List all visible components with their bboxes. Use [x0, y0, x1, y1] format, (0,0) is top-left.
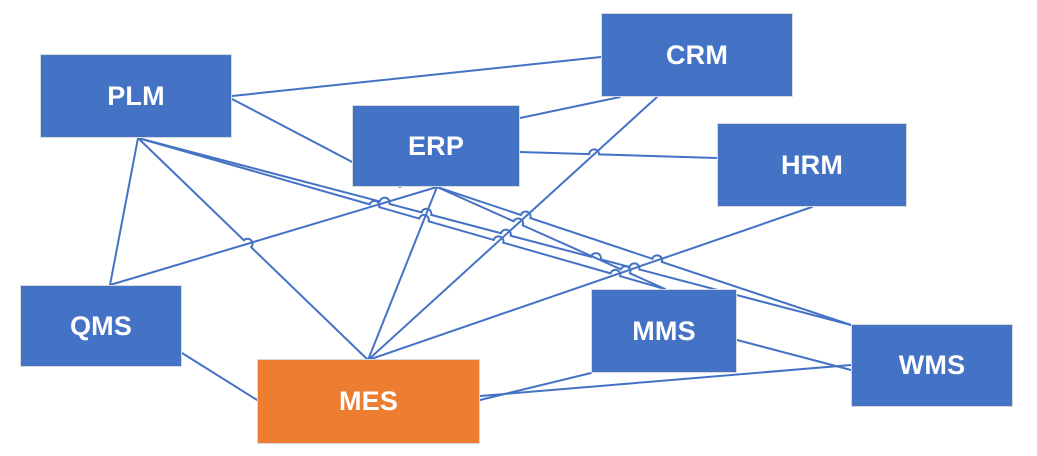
node-label-crm: CRM — [665, 39, 729, 70]
node-label-plm: PLM — [107, 80, 165, 111]
edge-mms-wms — [736, 339, 852, 371]
node-mes[interactable]: MES — [257, 359, 480, 444]
node-mms[interactable]: MMS — [591, 289, 737, 373]
edge-mes-wms — [479, 364, 852, 397]
edge-plm-wms — [137, 137, 852, 326]
edge-erp-mms — [436, 186, 666, 290]
node-label-qms: QMS — [69, 310, 133, 341]
edge-erp-hrm — [519, 148, 718, 159]
node-label-mms: MMS — [632, 315, 696, 346]
edge-erp-crm — [519, 96, 621, 119]
edge-plm-mms — [137, 137, 666, 290]
edge-mes-mms — [479, 372, 592, 401]
edge-hrm-mes — [367, 206, 813, 361]
edge-erp-qms — [109, 186, 438, 286]
node-label-erp: ERP — [407, 130, 465, 161]
node-qms[interactable]: QMS — [20, 285, 182, 367]
node-label-wms: WMS — [898, 350, 966, 380]
node-crm[interactable]: CRM — [601, 13, 793, 97]
edge-plm-mes — [137, 137, 369, 361]
node-erp[interactable]: ERP — [352, 105, 520, 187]
edge-crm-mes — [367, 96, 658, 361]
node-label-mes: MES — [338, 386, 399, 416]
node-plm[interactable]: PLM — [40, 54, 232, 138]
node-label-hrm: HRM — [780, 149, 844, 180]
edge-plm-qms — [109, 137, 139, 286]
edge-plm-crm — [231, 56, 602, 97]
node-wms[interactable]: WMS — [851, 324, 1013, 407]
node-hrm[interactable]: HRM — [717, 123, 907, 207]
edge-qms-mes — [181, 352, 258, 401]
edge-erp-mes — [367, 186, 438, 361]
